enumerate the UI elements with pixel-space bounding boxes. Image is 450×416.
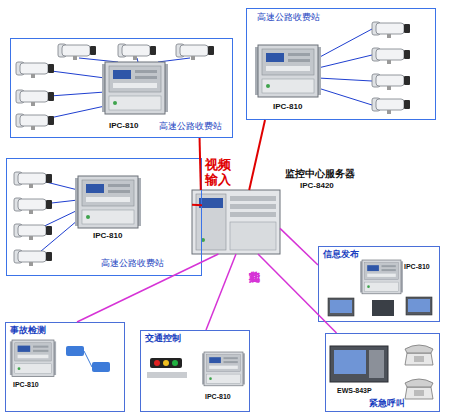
node-text: 高速公路收费站	[159, 122, 222, 132]
node-text: 事故检测	[10, 326, 46, 336]
industrial-pc	[10, 340, 56, 376]
node-text: IPC-810	[205, 393, 231, 401]
function-box: 交通控制 IPC-810	[140, 330, 250, 412]
industrial-pc	[102, 62, 168, 114]
node-text: 高速公路收费站	[101, 259, 164, 269]
telephone	[405, 379, 433, 399]
detector-icon	[66, 346, 84, 356]
camera	[16, 90, 54, 106]
camera	[14, 172, 52, 188]
station-box: 高速公路收费站 IPC-810	[246, 8, 436, 120]
station-box: IPC-810 高速公路收费站	[10, 38, 233, 138]
camera	[176, 44, 214, 60]
computers	[10, 45, 403, 386]
node-text: 监控中心服务器	[285, 168, 355, 179]
detector-icon	[92, 362, 110, 372]
node-text: IPC-810	[404, 263, 430, 271]
signal-label: 视频输入	[205, 158, 233, 188]
traffic-light	[147, 358, 187, 378]
camera	[372, 22, 410, 38]
camera-wires	[34, 29, 372, 257]
camera	[16, 114, 54, 130]
display-screen	[406, 297, 432, 315]
industrial-pc	[255, 45, 321, 97]
server-chassis	[192, 190, 280, 254]
camera	[118, 44, 156, 60]
industrial-pc	[202, 352, 245, 386]
connector	[200, 138, 201, 190]
connector	[249, 120, 265, 190]
function-box: EWS-843P 紧急呼叫	[325, 333, 440, 412]
camera	[14, 224, 52, 240]
function-box: 信息发布 IPC-810	[318, 246, 440, 322]
cameras	[14, 22, 410, 266]
connector	[192, 204, 202, 206]
node-text: 高速公路收费站	[257, 13, 320, 23]
node-text: EWS-843P	[337, 387, 372, 395]
telephone	[405, 345, 433, 365]
camera	[58, 44, 96, 60]
connector	[77, 254, 218, 322]
display-screen	[328, 298, 354, 316]
connector	[258, 254, 337, 333]
detector-link	[84, 351, 92, 367]
node-text: IPC-810	[273, 103, 302, 112]
camera	[372, 48, 410, 64]
node-text: IPC-810	[93, 232, 122, 241]
node-text: 交通控制	[145, 334, 181, 344]
intercom-console	[330, 346, 388, 382]
connector	[206, 254, 236, 330]
connector	[280, 228, 318, 265]
server-node: 监控中心服务器IPC-8420	[192, 190, 280, 254]
industrial-pc	[360, 260, 403, 294]
node-text: IPC-810	[13, 381, 39, 389]
node-text: 信息发布	[323, 250, 359, 260]
station-box: IPC-810 高速公路收费站	[6, 158, 202, 276]
camera	[372, 74, 410, 90]
camera	[14, 198, 52, 214]
node-text: IPC-810	[109, 122, 138, 131]
node-text: IPC-8420	[300, 182, 334, 191]
display-screen	[372, 300, 394, 316]
node-text: 紧急呼叫	[369, 399, 405, 409]
camera	[16, 62, 54, 78]
camera	[14, 250, 52, 266]
function-box: 事故检测 IPC-810	[5, 322, 125, 412]
camera	[372, 98, 410, 114]
industrial-pc	[75, 176, 141, 228]
